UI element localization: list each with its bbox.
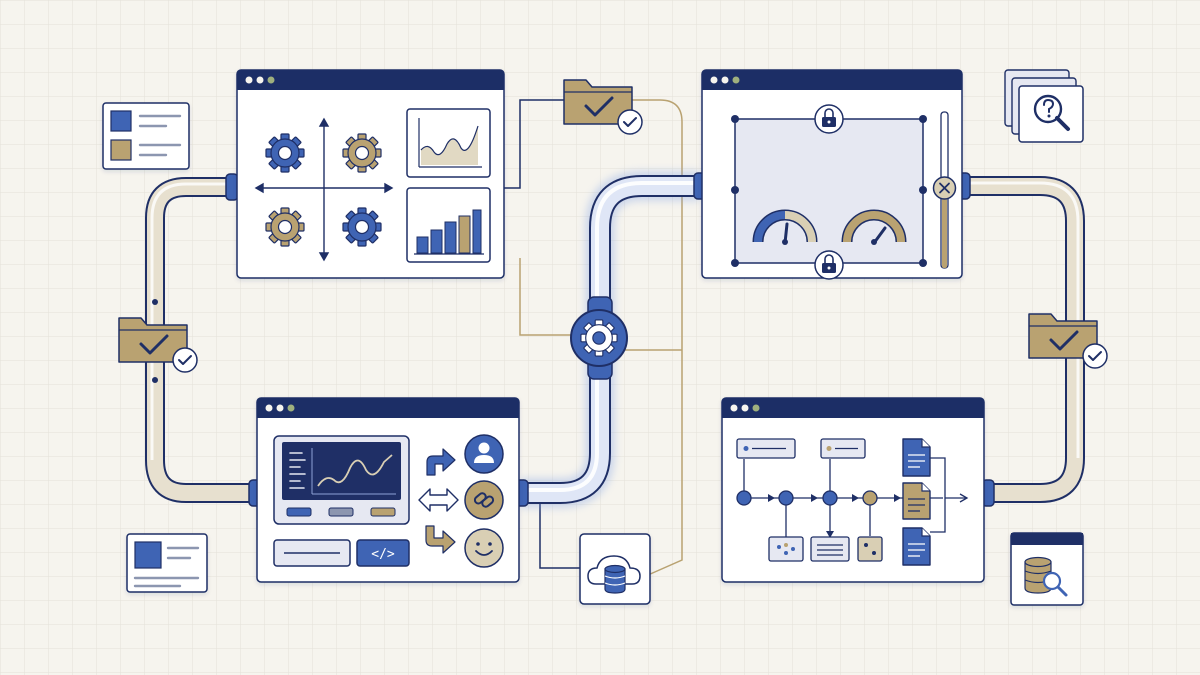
return-arrow-icon	[425, 525, 456, 554]
pipe-dot	[152, 299, 158, 305]
gauge-icon[interactable]	[841, 209, 907, 245]
gear-icon[interactable]	[265, 133, 305, 173]
workflow-node-card[interactable]	[768, 536, 804, 562]
share-arrow-icon	[426, 448, 456, 476]
bar-chart-card[interactable]	[406, 187, 491, 263]
monitor-button[interactable]	[328, 507, 354, 517]
window-titlebar	[702, 70, 962, 90]
window-controls[interactable]	[730, 404, 760, 412]
workflow-node[interactable]	[778, 490, 794, 506]
monitor-widget[interactable]	[273, 435, 410, 525]
vertical-slider[interactable]	[932, 111, 957, 269]
workflow-node-card[interactable]	[857, 536, 883, 562]
resize-handle[interactable]	[919, 259, 927, 267]
workflow-node[interactable]	[822, 490, 838, 506]
resize-handle[interactable]	[919, 115, 927, 123]
document-icon[interactable]	[902, 482, 931, 520]
legend-card[interactable]	[126, 533, 208, 593]
smile-icon[interactable]	[464, 528, 504, 568]
document-icon[interactable]	[902, 527, 931, 566]
lock-icon[interactable]	[814, 104, 844, 134]
window-titlebar	[257, 398, 519, 418]
help-search-icon	[1033, 94, 1070, 131]
area-chart-card[interactable]	[406, 108, 491, 178]
window-controls[interactable]	[265, 404, 295, 412]
resize-handle[interactable]	[731, 115, 739, 123]
window-titlebar	[722, 398, 984, 418]
window-controls[interactable]	[245, 76, 275, 84]
pipe-dot	[152, 377, 158, 383]
workflow-node[interactable]	[736, 490, 752, 506]
quadrant-axes	[254, 117, 394, 262]
bar-chart-icon	[416, 236, 429, 254]
workflow-node-card[interactable]	[810, 536, 850, 562]
code-button[interactable]: </>	[356, 539, 410, 567]
coupler	[225, 173, 239, 201]
link-icon[interactable]	[464, 480, 504, 520]
gear-icon[interactable]	[265, 207, 305, 247]
help-search-card[interactable]	[1004, 69, 1084, 143]
gear-icon	[580, 319, 618, 357]
lock-icon[interactable]	[814, 250, 844, 280]
workflow-graph	[736, 438, 969, 562]
window-titlebar	[237, 70, 504, 90]
gauge-icon[interactable]	[752, 209, 818, 245]
user-icon[interactable]	[464, 434, 504, 474]
workflow-node[interactable]	[862, 490, 878, 506]
resize-handle[interactable]	[731, 186, 739, 194]
document-icon[interactable]	[902, 438, 931, 477]
resize-handle[interactable]	[919, 186, 927, 194]
gear-icon[interactable]	[342, 207, 382, 247]
area-chart-icon	[421, 126, 478, 165]
legend-card[interactable]	[102, 102, 190, 170]
database-search-card[interactable]	[1010, 532, 1084, 606]
resize-handle[interactable]	[731, 259, 739, 267]
monitor-button[interactable]	[370, 507, 396, 517]
monitor-button[interactable]	[286, 507, 312, 517]
central-gear-hub[interactable]	[570, 296, 628, 380]
cloud-database-card[interactable]	[579, 533, 651, 605]
selection-frame[interactable]	[731, 115, 927, 267]
window-controls[interactable]	[710, 76, 740, 84]
database-search-icon	[1024, 556, 1068, 597]
close-icon[interactable]	[939, 182, 950, 194]
swap-arrow-icon	[418, 488, 459, 512]
line-chart-icon	[317, 454, 393, 487]
gear-icon[interactable]	[342, 133, 382, 173]
code-icon: </>	[371, 547, 395, 562]
